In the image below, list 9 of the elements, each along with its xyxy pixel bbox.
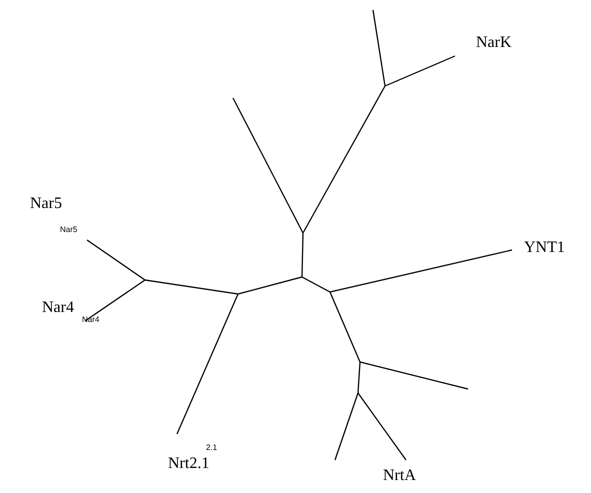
leaf-label: NrtA <box>383 468 416 484</box>
leaf-label: YNT1 <box>524 240 565 256</box>
leaf-label: Nrt2.1 <box>168 456 210 472</box>
leaf-label: NarK <box>476 35 512 51</box>
leaf-label: Nar4 <box>42 300 74 316</box>
leaf-label: Nar5 <box>30 196 62 212</box>
leaf-label: Nar5 <box>60 226 78 234</box>
leaf-label: Nar4 <box>82 316 100 324</box>
leaf-label: 2.1 <box>206 444 218 452</box>
